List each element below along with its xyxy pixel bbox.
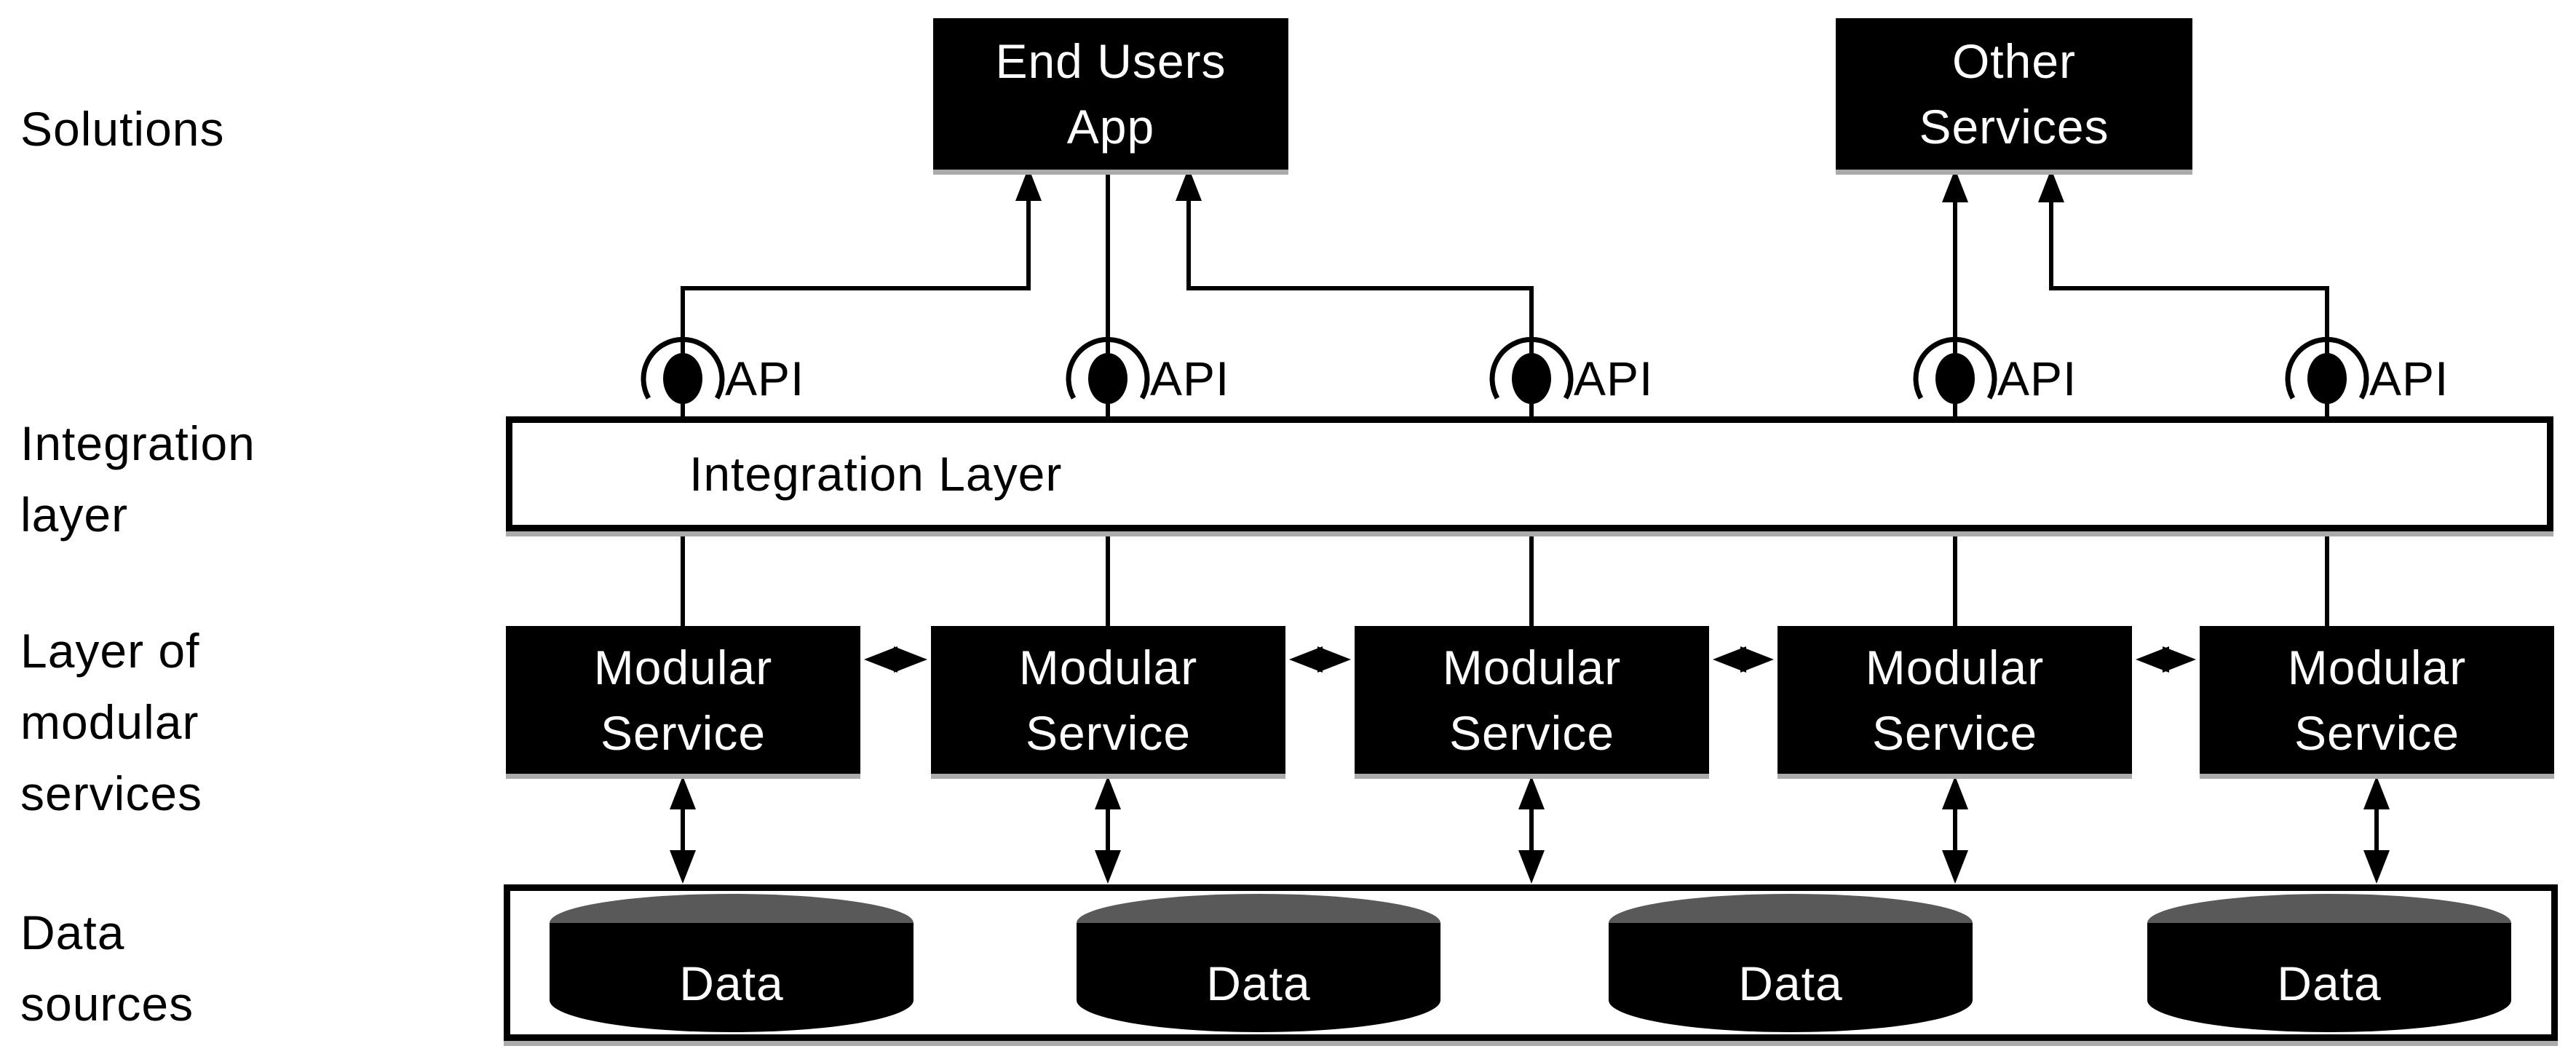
down-arrowhead [1942,850,1968,884]
right-arrowhead [2163,646,2196,673]
row-label-solutions: Solutions [20,93,225,165]
api-label: API [1574,352,1654,405]
node-label-line: Service [2294,705,2460,760]
label-line: services [20,766,203,820]
row-label-data-sources: Data sources [20,897,194,1039]
right-arrowhead [894,646,927,673]
up-arrowhead [2363,776,2390,809]
row-label-integration-layer: Integration layer [20,408,255,550]
database-cylinder: Data [1077,894,1440,1034]
node-label-line: Services [1919,100,2109,154]
node-label-line: Modular [1442,640,1622,694]
api-label: API [1150,352,1230,405]
left-arrowhead [2136,646,2169,673]
down-arrowhead [1518,850,1545,884]
database-cylinder: Data [550,894,914,1034]
modular-service-node: Modular Service [931,626,1285,774]
up-arrowhead [1942,776,1968,809]
modular-service-node: Modular Service [1778,626,2132,774]
api-socket-icons [641,336,2369,404]
cylinder-body [1609,923,1973,1032]
label-line: Data [20,906,125,959]
api5-elbow-line [2049,195,2329,416]
up-arrowhead [670,776,696,809]
right-arrowhead [1317,646,1351,673]
up-arrowhead [1176,167,1202,201]
node-label-line: Service [600,705,766,760]
right-arrowhead [1740,646,1774,673]
api-socket-icon [1066,336,1150,404]
node-label-line: Modular [1018,640,1198,694]
down-arrowhead [670,850,696,884]
cylinder-body [550,923,914,1032]
up-arrowhead [1015,167,1042,201]
left-arrowhead [1713,646,1746,673]
label-line: layer [20,488,129,542]
database-cylinder: Data [2147,894,2511,1034]
api-label: API [1997,352,2077,405]
other-services-node: Other Services [1836,18,2192,170]
node-label: Integration Layer [689,447,1063,501]
up-arrowhead [1518,776,1545,809]
left-arrowhead [1289,646,1323,673]
api-socket-icon [641,336,725,404]
row-label-modular-services: Layer of modular services [20,615,202,829]
api-label: API [725,352,805,405]
modular-service-node: Modular Service [1355,626,1709,774]
node-label-line: Modular [2287,640,2467,694]
cylinder-body [1077,923,1440,1032]
label-line: sources [20,977,194,1031]
cylinder-label: Data [1206,956,1311,1010]
label-line: modular [20,695,199,749]
modular-service-node: Modular Service [506,626,860,774]
cylinder-label: Data [1738,956,1843,1010]
api-socket-icon [2285,336,2369,404]
node-label-line: Modular [593,640,773,694]
end-users-app-node: End Users App [933,18,1288,170]
label-line: Layer of [20,624,200,678]
left-arrowhead [864,646,897,673]
node-label-line: Service [1448,705,1615,760]
up-arrowhead [2038,169,2064,202]
label-line: Solutions [20,102,225,156]
node-label-line: App [1066,100,1155,154]
node-label-line: Other [1951,34,2077,88]
api-socket-icon [1913,336,1997,404]
api-label: API [2369,352,2449,405]
node-label-line: Service [1025,705,1192,760]
up-arrowhead [1942,169,1968,202]
cylinder-body [2147,923,2511,1032]
database-cylinder: Data [1609,894,1973,1034]
node-label-line: Modular [1865,640,2045,694]
cylinder-label: Data [2277,956,2382,1010]
modular-service-node: Modular Service [2200,626,2554,774]
up-arrowhead [1095,776,1121,809]
cylinder-label: Data [679,956,784,1010]
down-arrowhead [2363,850,2390,884]
label-line: Integration [20,416,255,470]
node-label-line: Service [1871,705,2038,760]
down-arrowhead [1095,850,1121,884]
api3-elbow-line [1186,191,1534,416]
api-socket-icon [1489,336,1574,404]
integration-layer-node: Integration Layer [506,416,2553,531]
node-label-line: End Users [995,34,1226,88]
